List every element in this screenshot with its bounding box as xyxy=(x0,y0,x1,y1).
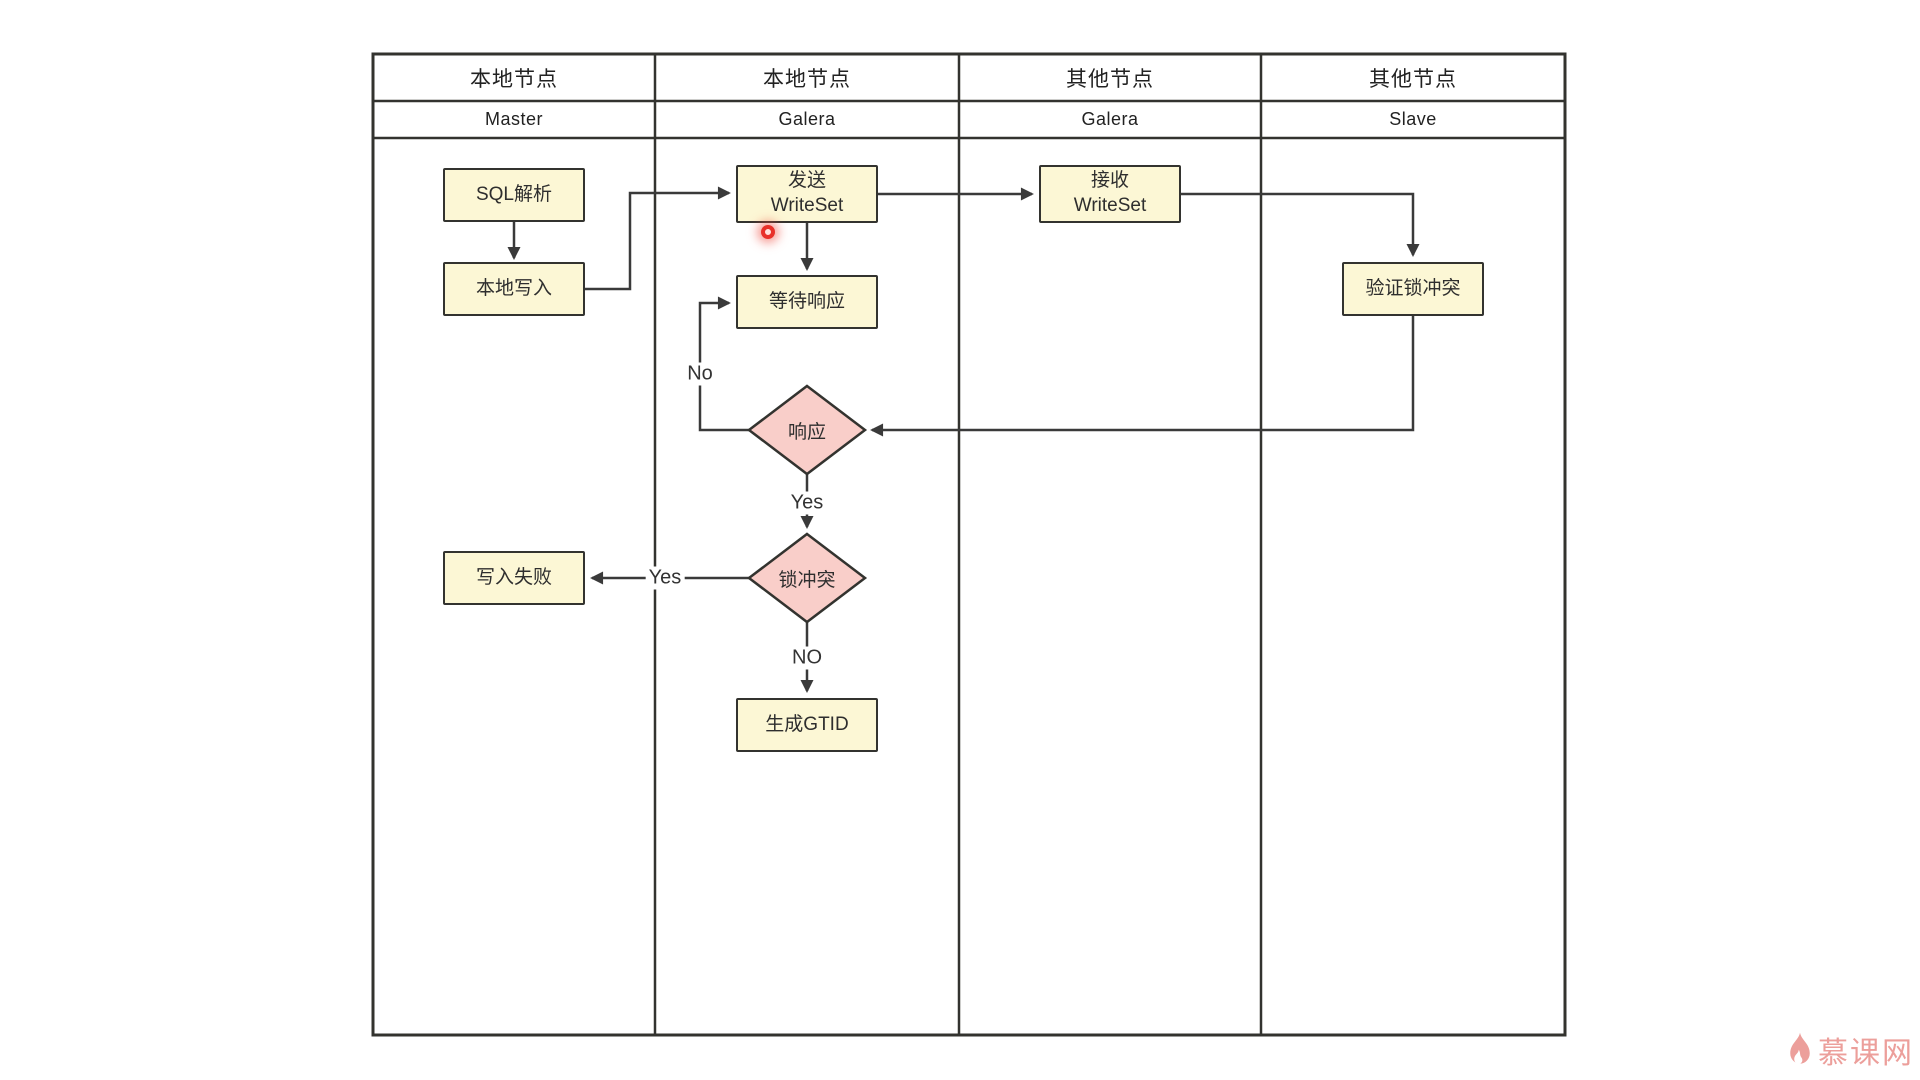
node-wait-response: 等待响应 xyxy=(736,275,878,329)
flow-connectors xyxy=(507,186,1420,693)
lane-subheader-galera-local: Galera xyxy=(778,109,836,129)
edge-label-yes-fail: Yes xyxy=(645,566,685,590)
edge-localwrite-to-sendwriteset xyxy=(585,186,731,291)
laser-pointer-dot xyxy=(761,225,775,239)
flame-icon xyxy=(1790,1032,1810,1065)
node-write-fail: 写入失败 xyxy=(443,551,585,605)
lane-header-local-galera: 本地节点 xyxy=(763,67,851,91)
edge-label-yes-response: Yes xyxy=(787,491,827,515)
node-local-write: 本地写入 xyxy=(443,262,585,316)
node-send-writeset: 发送 WriteSet xyxy=(736,165,878,223)
swimlane-grid xyxy=(371,52,1567,1037)
node-generate-gtid: 生成GTID xyxy=(736,698,878,752)
brand-watermark: 慕课网 xyxy=(1787,1028,1914,1072)
lane-subheader-galera-other: Galera xyxy=(1081,109,1139,129)
edge-verifylock-to-response xyxy=(870,316,1415,437)
lane-subheader-master: Master xyxy=(484,109,543,129)
lane-header-other-slave: 其他节点 xyxy=(1369,67,1457,91)
lane-header-local-master: 本地节点 xyxy=(470,67,558,91)
response-diamond-shape xyxy=(746,384,868,476)
node-sql-parse: SQL解析 xyxy=(443,168,585,222)
swimlane-outer-border xyxy=(371,52,1567,1037)
lane-header-other-galera: 其他节点 xyxy=(1066,67,1154,91)
node-verify-lock-conflict: 验证锁冲突 xyxy=(1342,262,1484,316)
edge-label-no-conflict: NO xyxy=(789,646,825,670)
edge-label-no-loop: No xyxy=(684,362,716,386)
brand-name: 慕课网 xyxy=(1818,1037,1914,1070)
edge-recvwriteset-to-verifylock xyxy=(1181,192,1420,257)
node-receive-writeset: 接收 WriteSet xyxy=(1039,165,1181,223)
lane-subheader-slave: Slave xyxy=(1389,109,1437,129)
lock-conflict-diamond-shape xyxy=(746,532,868,624)
